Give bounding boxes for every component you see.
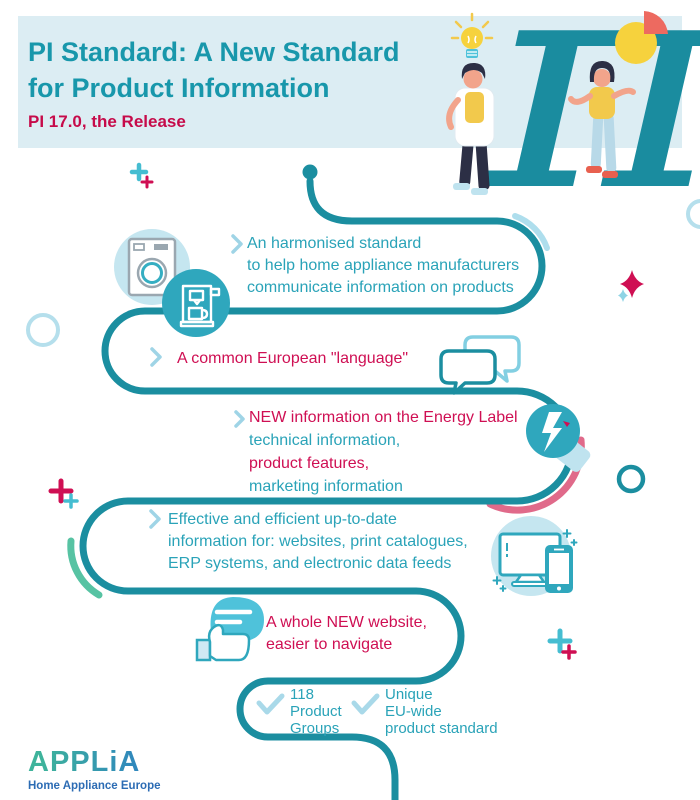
thumbs-up-icon [195,597,264,662]
devices-icon [491,516,578,596]
step-text-line: Product [290,703,342,720]
circle-decoration [686,199,700,229]
plus-decoration [129,162,154,189]
applia-logo-tagline: Home Appliance Europe [28,780,161,792]
step-text-line: Groups [290,720,340,737]
step-text-line: easier to navigate [266,636,393,653]
step-text-line: marketing information [249,478,403,495]
step-text-line: ERP systems, and electronic data feeds [168,555,452,572]
step-text-line: Unique [385,686,433,703]
circle-decoration [616,464,646,494]
title-line-1: PI Standard: A New Standard [28,37,400,67]
step-text-line: product standard [385,720,498,737]
step-text-line: EU-wide [385,703,442,720]
man-illustration [446,62,495,195]
path-start-dot [302,164,318,180]
page-title: PI Standard: A New Standard for Product … [28,34,400,106]
lightbulb-icon [450,12,494,58]
chevron-icons [149,234,245,529]
sparkle-decoration [618,270,644,302]
page-subtitle: PI 17.0, the Release [28,112,186,131]
step-text-line: to help home appliance manufacturers [247,257,520,274]
checkmark-icons [256,693,380,715]
step-text-line: 118 [290,686,314,703]
step-energy-label: NEW information on the Energy Label tech… [249,406,518,498]
woman-illustration [568,60,636,178]
accent-arc-blue [512,213,550,251]
chevron-icon [231,234,243,254]
step-text-line: Effective and efficient up-to-date [168,511,397,528]
header-banner [18,16,682,148]
decorations [26,162,700,660]
title-line-2: for Product Information [28,73,330,103]
step-common-language: A common European "language" [177,348,408,370]
applia-logo: APPLiA Home Appliance Europe [28,746,161,792]
accent-arc-green [67,537,103,599]
step-text-line: technical information, [249,432,401,449]
applia-logo-text: APPLiA [28,746,161,779]
pie-chart-icon [615,11,668,64]
chevron-icon [234,410,245,428]
chevron-icon [150,347,162,367]
step-text-line: An harmonised standard [247,235,422,252]
step-uptodate-info: Effective and efficient up-to-date infor… [168,509,468,575]
step-text-line: NEW information on the Energy Label [249,409,518,426]
chevron-icon [149,509,161,529]
coffee-machine-icon [162,269,230,337]
step-harmonised-standard: An harmonised standard to help home appl… [247,233,519,299]
step-text-line: A whole NEW website, [266,614,427,631]
checkmark-icon [256,693,285,715]
checkmark-icon [351,693,380,715]
step-product-groups: 118 Product Groups [290,686,342,737]
plus-decoration [48,478,79,509]
step-text-line: communicate information on products [247,279,514,296]
step-text-line: product features, [249,455,370,472]
step-new-website: A whole NEW website, easier to navigate [266,612,427,656]
circle-decoration [26,313,60,347]
step-text-line: A common European "language" [177,350,409,367]
speech-bubbles-icon [439,335,521,395]
step-eu-standard: Unique EU-wide product standard [385,686,498,737]
step-text-line: information for: websites, print catalog… [168,533,468,550]
lightning-icon [526,404,591,472]
plus-decoration [547,628,577,660]
